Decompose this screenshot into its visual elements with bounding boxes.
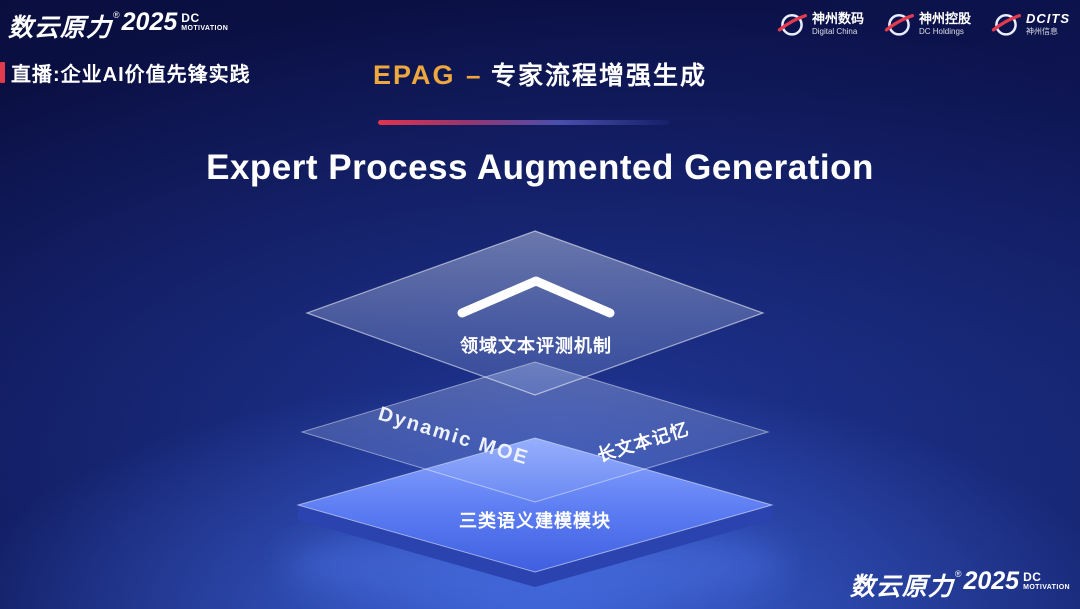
layer-bottom-face	[296, 437, 774, 573]
layer-middle-face	[300, 361, 770, 503]
gradient-divider-line	[378, 120, 670, 125]
brand-subtitle: DC MOTIVATION	[181, 12, 228, 32]
title-abbreviation: EPAG	[373, 60, 456, 90]
layer-top-face	[305, 230, 765, 396]
partner-subname: DC Holdings	[918, 27, 964, 36]
swoosh-logo-icon	[777, 14, 807, 36]
swoosh-logo-icon	[884, 14, 914, 36]
live-label-text: 直播:企业AI价值先锋实践	[11, 64, 251, 86]
title-dash: –	[466, 60, 481, 90]
brand-logo-bottom-right: 数云原力 ® 2025 DC MOTIVATION	[850, 567, 1070, 603]
brand-subtitle: DC MOTIVATION	[1023, 571, 1070, 591]
swoosh-logo-icon	[991, 14, 1021, 36]
brand-sub-top: DC	[1023, 570, 1042, 584]
brand-logo-top-left: 数云原力 ® 2025 DC MOTIVATION	[8, 8, 228, 44]
brand-sub-bottom: MOTIVATION	[1023, 584, 1070, 591]
registered-mark: ®	[954, 569, 962, 579]
partner-logo-dcits: DCITS 神州信息	[991, 9, 1070, 39]
partner-name: 神州数码	[811, 11, 864, 27]
partner-text: 神州数码 Digital China	[812, 11, 864, 36]
layer-bottom-group: 三类语义建模模块	[296, 437, 774, 587]
layer-middle-group: Dynamic MOE 长文本记忆	[300, 361, 770, 503]
slide-title: EPAG – 专家流程增强生成	[0, 56, 1080, 92]
red-accent-bar	[0, 62, 5, 83]
partner-logos: 神州数码 Digital China 神州控股 DC Holdings DCIT…	[777, 9, 1070, 39]
brand-sub-top: DC	[181, 11, 200, 25]
partner-text: 神州控股 DC Holdings	[919, 11, 971, 36]
layer-top-label: 领域文本评测机制	[460, 335, 612, 356]
title-chinese: 专家流程增强生成	[490, 62, 707, 90]
partner-text: DCITS 神州信息	[1026, 11, 1070, 36]
partner-logo-dc-holdings: 神州控股 DC Holdings	[884, 9, 971, 39]
partner-subname: 神州信息	[1026, 27, 1058, 36]
layer-top-group: 领域文本评测机制	[305, 230, 765, 396]
layer-bottom-label: 三类语义建模模块	[459, 510, 611, 531]
layer-bottom-side	[298, 505, 772, 587]
headline: Expert Process Augmented Generation	[206, 148, 874, 187]
brand-name: 数云原力	[8, 14, 113, 42]
brand-sub-bottom: MOTIVATION	[181, 25, 229, 32]
live-stream-label: 直播:企业AI价值先锋实践	[0, 58, 251, 87]
partner-subname: Digital China	[811, 27, 858, 36]
partner-logo-digital-china: 神州数码 Digital China	[777, 9, 864, 39]
brand-year: 2025	[121, 8, 178, 36]
chevron-up-icon	[457, 276, 615, 318]
brand-name: 数云原力	[849, 573, 954, 601]
brand-year: 2025	[963, 567, 1020, 595]
registered-mark: ®	[113, 10, 120, 20]
partner-name: DCITS	[1026, 11, 1070, 27]
partner-name: 神州控股	[918, 11, 971, 27]
